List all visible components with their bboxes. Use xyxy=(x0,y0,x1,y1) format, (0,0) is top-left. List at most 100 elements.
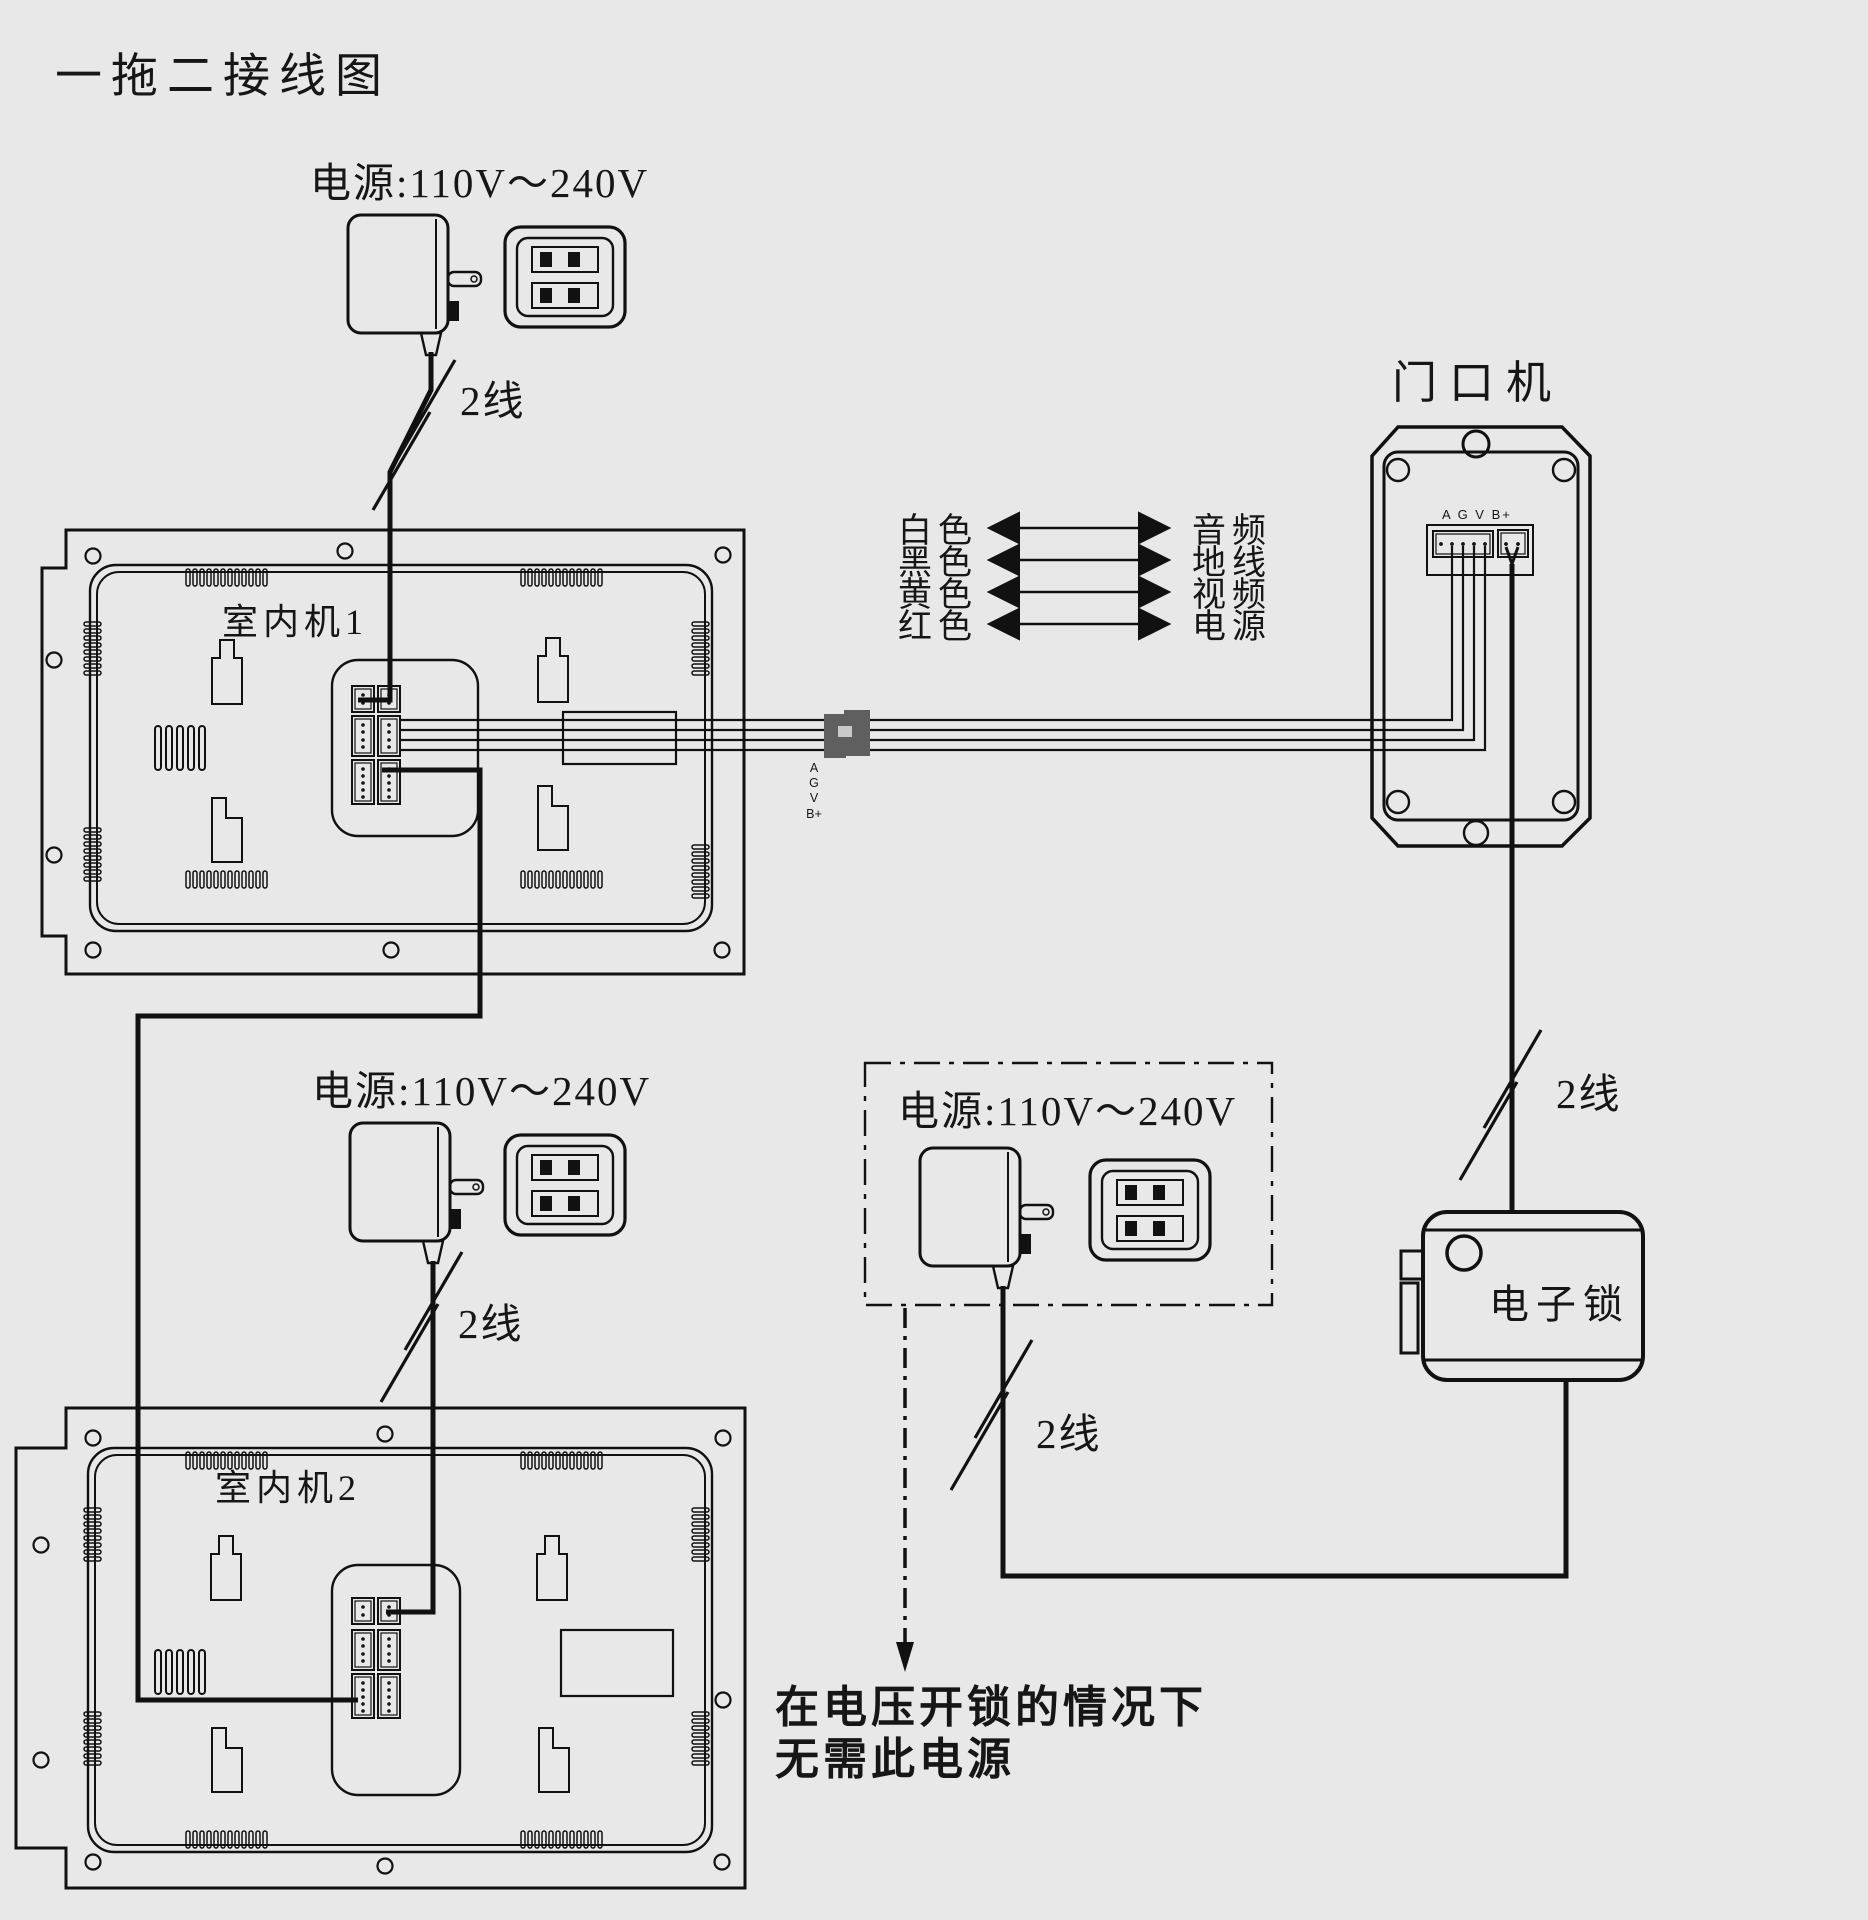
signal-wires xyxy=(400,546,1487,752)
door-station: 门口机 A G V B+ xyxy=(1370,358,1592,848)
mount-bracket xyxy=(537,637,569,703)
wire-lock-label: 2线 xyxy=(1036,1411,1102,1457)
lock-bolt xyxy=(1399,1249,1425,1281)
power-supply-optional: 电源:110V～240V xyxy=(863,1061,1274,1307)
vent-grille xyxy=(691,1507,710,1562)
vent-grille xyxy=(83,827,102,882)
pin-label: B+ xyxy=(806,807,822,821)
terminal-block xyxy=(377,1629,401,1671)
indoor2-module-box xyxy=(559,1628,675,1698)
wire-power-to-indoor2 xyxy=(386,1261,436,1615)
indoor2-back-plate xyxy=(14,1406,747,1890)
speaker-slots xyxy=(154,1649,206,1695)
power-adapter-icon xyxy=(918,1146,1055,1290)
vent-grille xyxy=(185,870,268,889)
wire-top-label: 2线 xyxy=(460,378,526,424)
page-title: 一拖二接线图 xyxy=(55,51,391,103)
legend-row: 黑色 地线 xyxy=(898,543,1272,582)
cable-pin-labels: A G V B+ xyxy=(806,761,822,821)
door-camera-icon xyxy=(1461,429,1491,459)
vent-grille xyxy=(691,621,710,676)
power-supply-middle: 电源:110V～240V xyxy=(312,1068,651,1265)
wall-socket-icon xyxy=(1088,1158,1212,1262)
indoor-unit-1: 室内机1 xyxy=(40,528,746,976)
wire-power-to-indoor1 xyxy=(358,352,434,703)
cable-connector xyxy=(824,710,870,758)
wire-middle-label: 2线 xyxy=(458,1301,524,1347)
legend-row: 红色 电源 xyxy=(898,607,1272,646)
wire-door-label: 2线 xyxy=(1556,1071,1622,1117)
wire-indoor1-to-indoor2 xyxy=(135,767,483,1703)
wire-mark-door: 2线 xyxy=(1458,1029,1622,1181)
indoor2-label: 室内机2 xyxy=(215,1468,361,1508)
door-station-label: 门口机 xyxy=(1392,358,1563,408)
terminal-block xyxy=(351,759,375,805)
power-supply-top: 电源:110V～240V xyxy=(310,160,647,357)
legend-signal: 地线 xyxy=(1192,544,1272,582)
legend-color: 红色 xyxy=(898,608,978,646)
wire-mark-top: 2线 xyxy=(371,359,526,511)
optional-power-box xyxy=(863,1061,1274,1307)
door-station-panel xyxy=(1382,450,1580,822)
legend-row: 白色 音频 xyxy=(898,511,1272,550)
lock-body xyxy=(1421,1210,1645,1382)
door-terminal-label: A G V B+ xyxy=(1442,507,1512,522)
mount-bracket xyxy=(536,1535,568,1601)
legend-color: 白色 xyxy=(898,512,978,550)
power-middle-label: 电源:110V～240V xyxy=(312,1068,651,1114)
wire-mark-middle: 2线 xyxy=(379,1251,524,1403)
note-text: 在电压开锁的情况下 无需此电源 xyxy=(775,1683,1207,1784)
legend-row: 黄色 视频 xyxy=(898,575,1266,614)
indoor2-inner-panel xyxy=(86,1446,714,1854)
mount-bracket xyxy=(211,797,243,863)
power-optional-label: 电源:110V～240V xyxy=(898,1088,1237,1134)
indoor1-module-box xyxy=(561,710,678,766)
pin-label: V xyxy=(810,791,819,805)
mount-bracket xyxy=(537,785,569,851)
power-adapter-icon xyxy=(346,213,483,357)
vent-grille xyxy=(83,1507,102,1562)
terminal-block xyxy=(377,715,401,757)
legend-color: 黄色 xyxy=(898,576,978,614)
wall-socket-icon xyxy=(503,1133,627,1237)
terminal-block xyxy=(351,1673,375,1719)
vent-grille xyxy=(520,870,603,889)
vent-grille xyxy=(83,1711,102,1766)
mount-bracket xyxy=(211,639,243,705)
legend-signal: 音频 xyxy=(1192,512,1272,550)
door-terminal-box xyxy=(1426,524,1534,576)
door-lock-wire-v xyxy=(1504,546,1520,565)
wire-lock-to-power xyxy=(1000,1286,1569,1579)
indoor1-terminal-area xyxy=(330,658,480,838)
pin-label: G xyxy=(809,776,819,790)
mount-bracket xyxy=(210,1535,242,1601)
legend-color: 黑色 xyxy=(898,544,978,582)
speaker-slots xyxy=(154,725,206,771)
electronic-lock: 电子锁 xyxy=(1399,1210,1645,1382)
terminal-block xyxy=(377,1673,401,1719)
note-line1: 在电压开锁的情况下 xyxy=(775,1683,1207,1732)
mount-bracket xyxy=(211,1727,243,1793)
indoor1-inner-panel xyxy=(88,563,714,933)
vent-grille xyxy=(691,844,710,899)
wall-socket-icon xyxy=(503,225,627,329)
wire-mark-lock: 2线 xyxy=(949,1339,1102,1491)
lock-cylinder-icon xyxy=(1445,1234,1483,1272)
power-adapter-icon xyxy=(348,1121,485,1265)
indoor-unit-2: 室内机2 xyxy=(14,1406,747,1890)
pin-label: A xyxy=(810,761,819,775)
note-arrow-icon xyxy=(896,1642,914,1672)
wire-color-legend: 白色 音频 黑色 地线 黄色 视频 红色 电源 xyxy=(898,511,1272,646)
indoor1-label: 室内机1 xyxy=(222,602,368,642)
lock-label: 电子锁 xyxy=(1489,1282,1630,1327)
indoor1-back-plate xyxy=(40,528,746,976)
indoor2-terminal-area xyxy=(330,1563,462,1797)
terminal-block xyxy=(377,759,401,805)
note-line2: 无需此电源 xyxy=(775,1735,1015,1784)
door-station-body xyxy=(1370,425,1592,848)
legend-signal: 电源 xyxy=(1192,608,1272,646)
terminal-block xyxy=(351,1629,375,1671)
vent-grille xyxy=(83,621,102,676)
